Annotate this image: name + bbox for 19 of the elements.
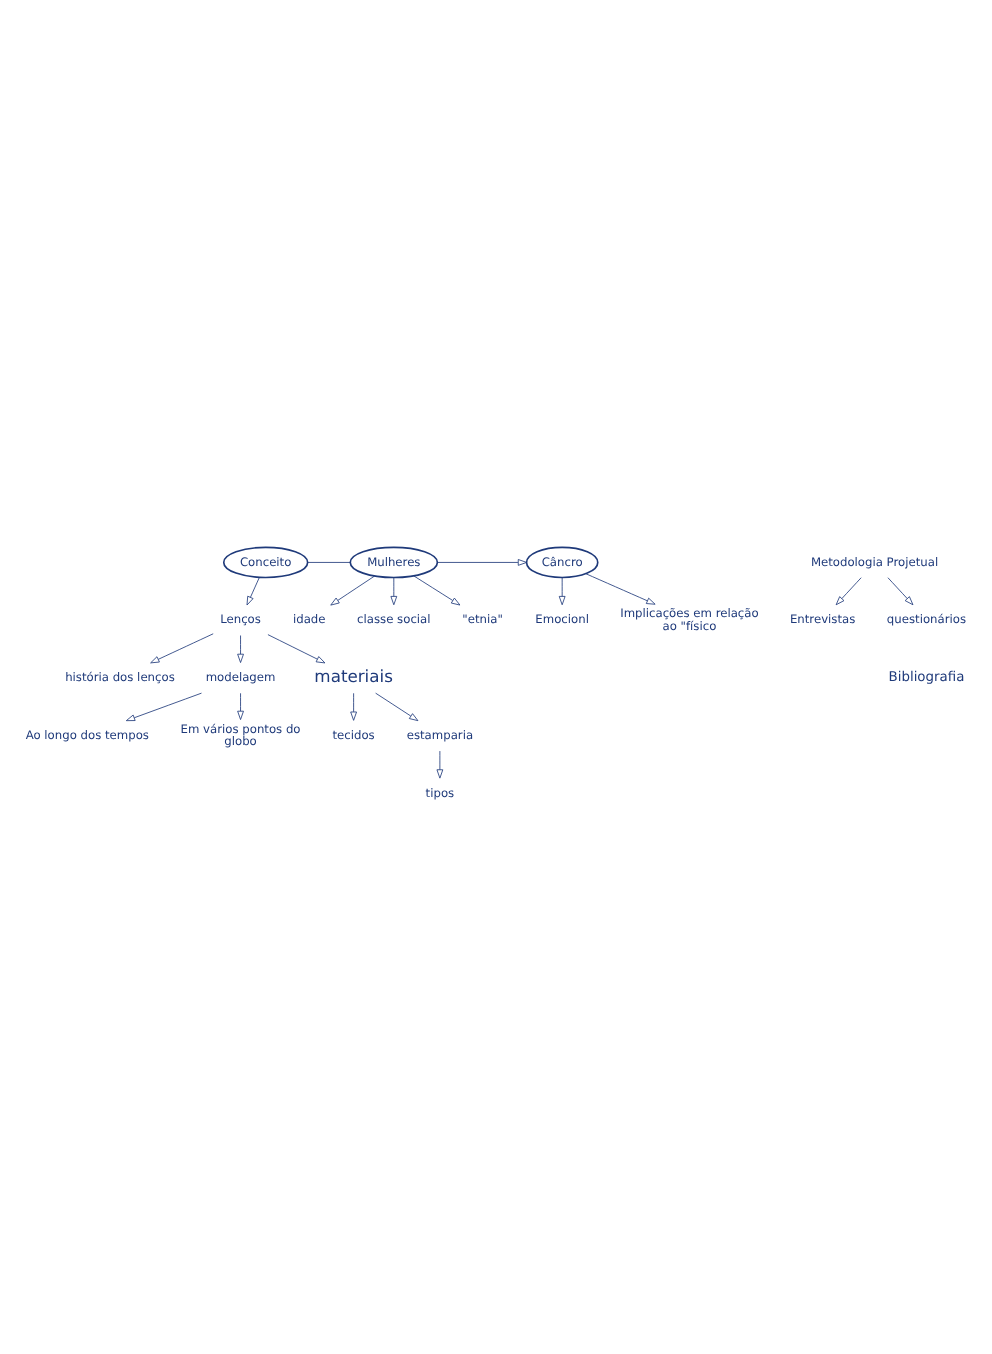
- arrow: [436, 749, 444, 778]
- arrow: [437, 558, 528, 565]
- arrow: [125, 691, 202, 721]
- arrow: [585, 572, 656, 604]
- arrow: [330, 574, 376, 605]
- arrow: [375, 691, 419, 721]
- arrow: [413, 574, 461, 605]
- arrow: [558, 576, 566, 605]
- arrow: [150, 632, 214, 663]
- arrow: [237, 634, 244, 662]
- arrow: [835, 576, 862, 605]
- arrow: [390, 576, 398, 605]
- arrow: [350, 691, 357, 720]
- arrow: [246, 576, 260, 605]
- arrow: [887, 576, 914, 605]
- arrow: [237, 691, 244, 719]
- connector: [307, 561, 351, 562]
- arrow: [267, 633, 326, 663]
- node-text: materiais: [314, 665, 393, 686]
